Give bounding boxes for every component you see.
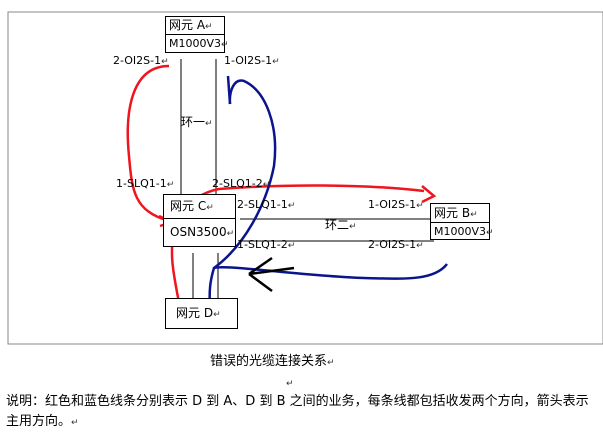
blue-route-d-to-a — [213, 79, 277, 270]
node-a-model: M1000V3 — [169, 37, 222, 50]
diagram-lines — [7, 11, 603, 345]
outer-border — [7, 11, 603, 345]
red-route-d-to-b — [170, 184, 425, 309]
blue-arrow-a — [226, 75, 232, 105]
port-c-top-right: 2-SLQ1-2↵ — [212, 177, 271, 191]
port-a-right: 1-OI2S-1↵ — [224, 54, 280, 68]
node-c-name: 网元 C — [170, 199, 207, 213]
node-d-name: 网元 D — [176, 306, 214, 320]
diagram-frame — [4, 6, 603, 345]
port-b-top: 1-OI2S-1↵ — [368, 198, 424, 212]
node-b: 网元 B↵ M1000V3↵ — [430, 203, 494, 240]
empty-paragraph-mark: ↵ — [286, 379, 294, 389]
node-b-model: M1000V3 — [434, 225, 487, 238]
figure-caption: 错误的光缆连接关系↵ — [210, 354, 335, 369]
node-c: 网元 C↵ OSN3500↵ — [163, 194, 236, 247]
explanation-note: 说明：红色和蓝色线条分别表示 D 到 A、D 到 B 之间的业务，每条线都包括收… — [6, 394, 589, 429]
port-c-bottom: 1-SLQ1-2↵ — [237, 238, 296, 252]
node-c-model: OSN3500 — [170, 225, 227, 239]
red-route-a-segment — [126, 64, 170, 223]
node-b-name: 网元 B — [434, 206, 471, 220]
node-d: 网元 D↵ — [165, 298, 238, 329]
port-b-bottom: 2-OI2S-1↵ — [368, 238, 424, 252]
ring2-label: 环二↵ — [325, 218, 357, 232]
node-a: 网元 A↵ M1000V3↵ — [165, 16, 229, 53]
port-c-mid: 2-SLQ1-1↵ — [237, 198, 296, 212]
port-a-left: 2-OI2S-1↵ — [113, 54, 169, 68]
red-arrow-b — [421, 185, 437, 204]
ring1-label: 环一↵ — [181, 115, 213, 129]
port-c-top-left: 1-SLQ1-1↵ — [116, 177, 175, 191]
node-a-name: 网元 A — [169, 18, 206, 32]
black-main-direction-arrow — [248, 256, 295, 293]
blue-route-d-to-b — [208, 263, 448, 309]
